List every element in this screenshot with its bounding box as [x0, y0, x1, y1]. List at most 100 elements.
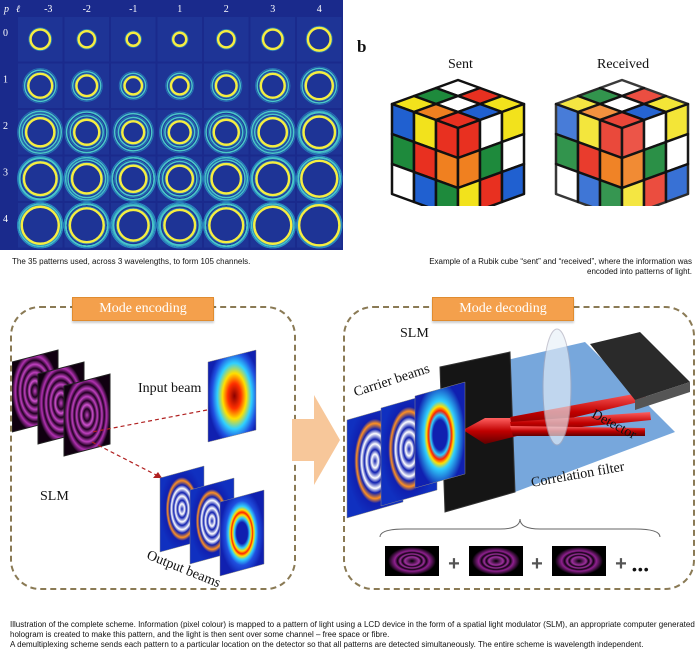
lg-mode-p0-l3 [250, 17, 295, 62]
panel-label-b: b [357, 37, 367, 56]
l-value--3: -3 [44, 4, 52, 15]
encoding-slm-label: SLM [40, 489, 69, 504]
lg-mode-p3-l2 [203, 155, 250, 202]
cube-recv-right-sticker [620, 178, 646, 206]
sum-pattern-1-spot [388, 547, 436, 575]
lg-mode-p2-l2 [203, 109, 249, 155]
mode-decoding-title: Mode decoding [432, 297, 574, 321]
cube-caption-line2: encoded into patterns of light. [587, 267, 692, 276]
p-value-3: 3 [3, 168, 8, 179]
decoding-slm-label: SLM [400, 326, 429, 341]
lg-mode-p3-l4 [296, 155, 343, 202]
l-value-3: 3 [270, 4, 275, 15]
cube-sent-left-sticker [390, 162, 416, 204]
lg-mode-p0-l1 [157, 17, 202, 62]
lg-mode-p2-l-2 [64, 109, 110, 155]
lg-mode-p4-l2 [203, 202, 250, 249]
detector-front [590, 332, 690, 400]
l-axis-label: ℓ [16, 4, 20, 15]
lg-mode-p3-l1 [156, 155, 203, 202]
cube-caption: Example of a Rubik cube “sent” and “rece… [429, 257, 692, 277]
lg-mode-p3-l-1 [110, 155, 157, 202]
lg-mode-p1-l1 [157, 63, 202, 108]
lg-mode-p0-l-1 [111, 17, 156, 62]
lg-mode-p0-l4 [297, 17, 342, 62]
cube-recv-left-sticker [576, 170, 602, 206]
slm-plate-3 [63, 373, 111, 457]
red-beam-3 [510, 426, 645, 436]
process-arrow [292, 395, 340, 485]
lg-mode-p3-l-3 [17, 155, 64, 202]
lg-mode-p1-l2 [204, 63, 249, 108]
received-label: Received [597, 57, 650, 72]
input-red-beam [463, 418, 517, 444]
lg-mode-p3-l-2 [63, 155, 110, 202]
lg-mode-p2-l-1 [111, 110, 156, 155]
received-cube [554, 78, 690, 206]
cube-sent-left-sticker [412, 170, 438, 206]
p-value-1: 1 [3, 75, 8, 86]
plus-sign-2: + [531, 553, 543, 575]
l-value--2: -2 [83, 4, 91, 15]
lg-mode-p1-l3 [250, 63, 295, 108]
lg-mode-p4-l-2 [63, 202, 110, 249]
lens [542, 328, 572, 446]
bottom-caption-line3: A demultiplexing scheme sends each patte… [10, 640, 644, 649]
p-value-2: 2 [3, 121, 8, 132]
lg-mode-p4-l-1 [110, 202, 157, 249]
detector-side [635, 382, 690, 410]
sum-pattern-3-spot [555, 547, 603, 575]
lg-mode-p2-l4 [296, 109, 343, 156]
l-value-4: 4 [317, 4, 322, 15]
cube-recv-right-sticker [664, 162, 690, 204]
lg-mode-p1-l4 [297, 63, 342, 108]
p-axis-label: p [3, 4, 9, 15]
lg-mode-p0-l-3 [18, 17, 63, 62]
input-beam-plate [207, 349, 257, 443]
sent-label: Sent [448, 57, 473, 72]
lg-mode-p3-l3 [249, 155, 296, 202]
lg-mode-p2-l3 [249, 109, 296, 156]
lg-mode-p0-l2 [204, 17, 249, 62]
lg-mode-p1-l-1 [111, 63, 156, 108]
cube-sent-right-sticker [500, 162, 526, 204]
lg-mode-p0-l-2 [64, 17, 109, 62]
output-beam-3 [219, 489, 265, 577]
lg-mode-p4-l-3 [17, 202, 64, 249]
summation-brace [379, 518, 661, 538]
encoding-diagram [12, 349, 265, 577]
sent-cube [390, 78, 526, 206]
cube-recv-left-sticker [554, 162, 580, 204]
plus-sign-3: + [615, 553, 627, 575]
lg-mode-p4-l1 [156, 202, 203, 249]
dashed-arrowhead [153, 472, 162, 478]
cube-sent-right-sticker [456, 178, 482, 206]
cube-sent-left-sticker [434, 178, 460, 206]
bottom-caption-line2: hologram is created to make this pattern… [10, 630, 390, 639]
lg-mode-p4-l3 [249, 202, 296, 249]
cube-caption-line1: Example of a Rubik cube “sent” and “rece… [429, 257, 692, 266]
lg-mode-p1-l-3 [18, 63, 63, 108]
dashed-line-output [91, 441, 163, 479]
decoding-diagram: + + + [346, 328, 690, 576]
lg-mode-p1-l-2 [64, 63, 109, 108]
bottom-caption: Illustration of the complete scheme. Inf… [10, 620, 698, 650]
l-value--1: -1 [129, 4, 137, 15]
cube-recv-left-sticker [598, 178, 624, 206]
lg-mode-p2-l1 [157, 110, 202, 155]
plus-sign-1: + [448, 553, 460, 575]
p-value-4: 4 [3, 214, 8, 225]
lg-grid-caption: The 35 patterns used, across 3 wavelengt… [12, 257, 251, 266]
sum-ellipsis: ••• [632, 561, 650, 577]
sum-pattern-2-spot [472, 547, 520, 575]
carrier-beam-3 [414, 381, 466, 489]
l-value-1: 1 [177, 4, 182, 15]
mode-encoding-title: Mode encoding [72, 297, 214, 321]
dashed-line-input [91, 409, 208, 433]
bottom-caption-line1: Illustration of the complete scheme. Inf… [10, 620, 695, 629]
input-beam-label: Input beam [138, 381, 202, 396]
lg-mode-p4-l4 [296, 202, 343, 249]
lg-mode-p2-l-3 [17, 109, 64, 156]
